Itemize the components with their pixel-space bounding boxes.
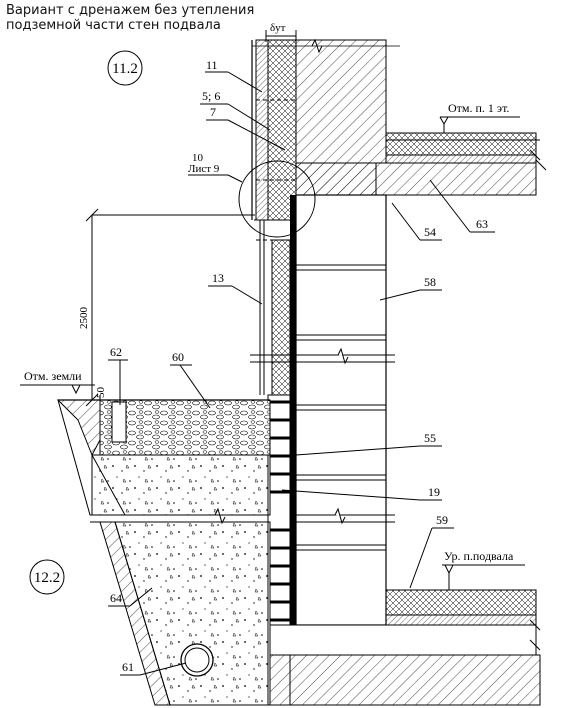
callout-63-label: 63 — [476, 217, 488, 231]
level-ground-label: Отм. земли — [24, 369, 82, 383]
callout-61-label: 61 — [122, 660, 134, 674]
ground-soil — [56, 399, 271, 516]
callout-60-label: 60 — [172, 350, 184, 364]
callout-63: 63 — [429, 179, 495, 233]
insulation-dimension: δут — [265, 22, 297, 42]
concrete-backfill — [91, 454, 271, 706]
callout-64-label: 64 — [110, 591, 122, 605]
callout-60: 60 — [170, 350, 211, 409]
level-ground: Отм. земли — [20, 369, 95, 395]
callout-7: 7 — [206, 105, 286, 151]
node-ref-top-label: 11.2 — [112, 61, 138, 77]
callout-62-label: 62 — [110, 345, 122, 359]
callout-13: 13 — [208, 271, 263, 305]
callout-58: 58 — [379, 275, 442, 301]
delta-label: δут — [270, 22, 286, 34]
level-basement-label: Ур. п.подвала — [444, 549, 514, 563]
callout-61: 61 — [120, 660, 187, 676]
level-basement: Ур. п.подвала — [442, 549, 525, 590]
node-ref-top: 11.2 — [107, 50, 143, 86]
callout-59-label: 59 — [436, 513, 448, 527]
callout-10-label: 10 — [192, 152, 204, 164]
top-break-mark — [252, 38, 400, 54]
level-first-floor: Отм. п. 1 эт. — [439, 101, 520, 133]
callout-11: 11 — [205, 58, 263, 93]
callout-10-sheet-label: Лист 9 — [188, 163, 220, 175]
drain-pipe — [180, 643, 214, 677]
callout-19: 19 — [281, 485, 442, 501]
drainage-membrane — [259, 220, 291, 706]
callout-54: 54 — [391, 202, 442, 241]
node-ref-bottom-label: 12.2 — [34, 570, 60, 586]
node-ref-bottom: 12.2 — [29, 559, 65, 595]
callout-10: 10 Лист 9 — [188, 152, 243, 183]
basement-floor — [269, 580, 541, 706]
drawing-title: Вариант с дренажем без утепления подземн… — [6, 3, 306, 33]
title-line-1: Вариант с дренажем без утепления — [6, 3, 255, 18]
level-first-floor-label: Отм. п. 1 эт. — [448, 101, 509, 115]
detail-circle — [238, 160, 316, 238]
first-floor-slab — [295, 132, 547, 196]
callout-19-label: 19 — [428, 485, 440, 499]
callout-13-label: 13 — [212, 271, 224, 285]
height-dimension: 2500 50 — [78, 208, 255, 410]
callout-59: 59 — [409, 513, 454, 589]
callout-55-label: 55 — [424, 431, 436, 445]
facade-insulation — [251, 39, 297, 241]
callout-64: 64 — [108, 587, 153, 607]
height-dim-label: 2500 — [78, 307, 90, 330]
basement-wall — [290, 194, 387, 626]
callout-5-6: 5; 6 — [200, 89, 271, 131]
callout-7-label: 7 — [210, 105, 216, 119]
callout-55: 55 — [295, 431, 442, 456]
offset-dim-label: 50 — [95, 387, 107, 399]
callout-58-label: 58 — [424, 275, 436, 289]
callout-62: 62 — [108, 345, 128, 405]
callout-11-label: 11 — [206, 58, 218, 72]
callout-5-6-label: 5; 6 — [202, 89, 220, 103]
title-line-2: подземной части стен подвала — [6, 18, 221, 33]
callout-54-label: 54 — [424, 225, 436, 239]
